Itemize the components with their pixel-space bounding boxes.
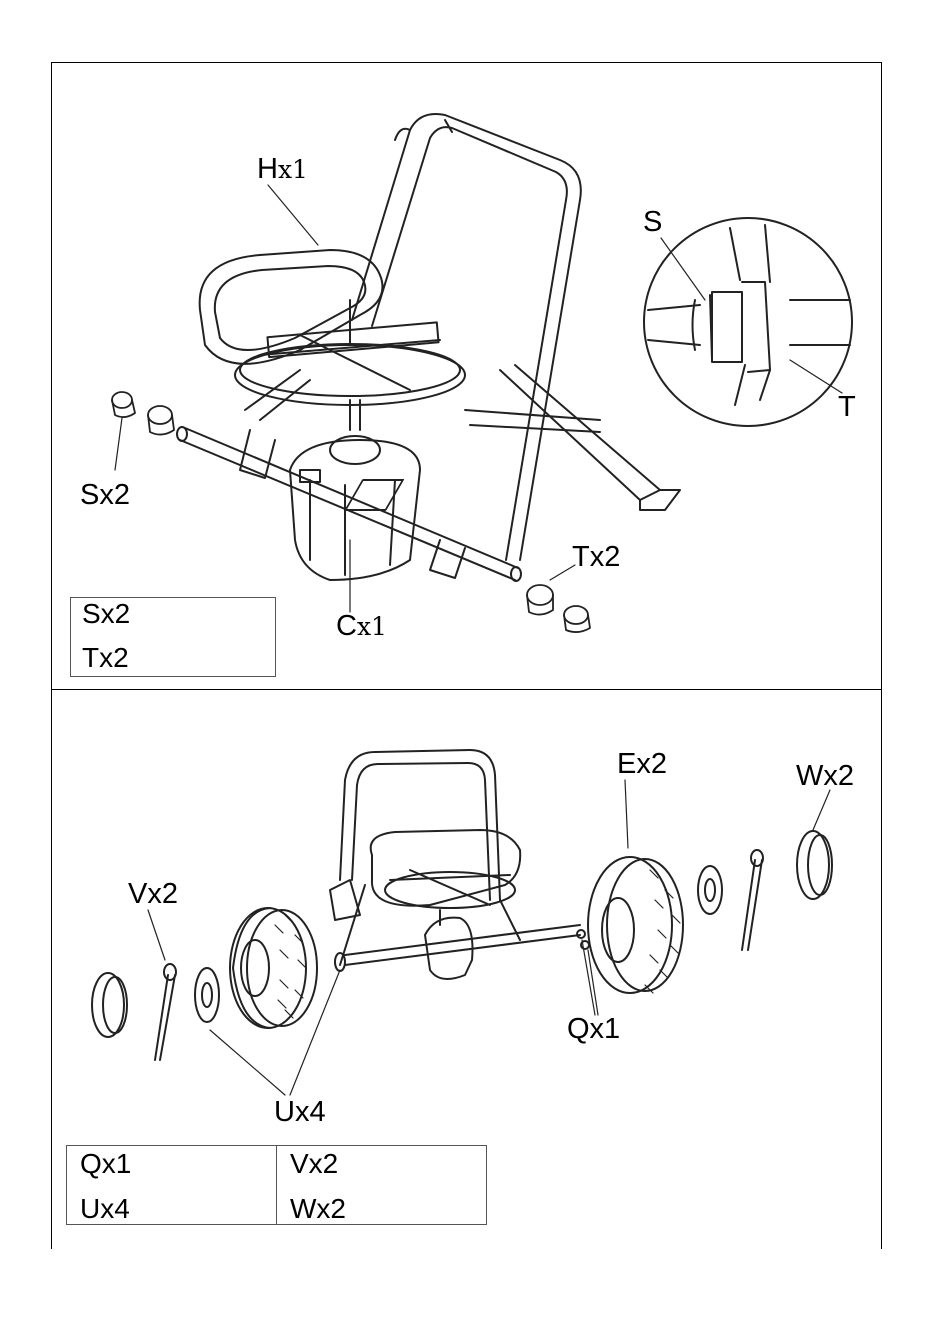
spreader-frame-illustration <box>177 114 680 581</box>
legend-item-w: Wx2 <box>290 1195 346 1223</box>
part-label-s: Sx2 <box>80 481 130 510</box>
legend-item-u: Ux4 <box>80 1195 130 1223</box>
legend-divider <box>276 1145 277 1225</box>
hubcap-parts-w <box>92 831 832 1037</box>
legend-item-v: Vx2 <box>290 1150 338 1178</box>
legend-item-s: Sx2 <box>82 600 130 628</box>
leader-lines-step1 <box>115 185 842 612</box>
legend-item-t: Tx2 <box>82 644 129 672</box>
part-label-q: Qx1 <box>567 1015 620 1044</box>
part-label-c: Cx1 <box>336 612 387 641</box>
spacer-parts-t <box>527 585 590 632</box>
part-label-w: Wx2 <box>796 762 854 791</box>
wheel-right <box>588 857 683 993</box>
wheel-left <box>230 908 317 1028</box>
part-label-u: Ux4 <box>274 1098 326 1127</box>
washer-parts-u <box>195 866 722 1022</box>
spreader-frame-illustration-step2 <box>330 750 580 979</box>
part-label-t: Tx2 <box>572 543 620 572</box>
cotter-pin-parts-v <box>155 850 763 1060</box>
part-label-h: Hx1 <box>257 155 308 184</box>
part-label-v: Vx2 <box>128 880 178 909</box>
detail-label-s: S <box>643 208 662 237</box>
part-label-e: Ex2 <box>617 750 667 779</box>
spacer-parts-s <box>112 392 174 435</box>
detail-label-t: T <box>838 393 856 422</box>
detail-circle <box>644 218 852 426</box>
legend-item-q: Qx1 <box>80 1150 131 1178</box>
